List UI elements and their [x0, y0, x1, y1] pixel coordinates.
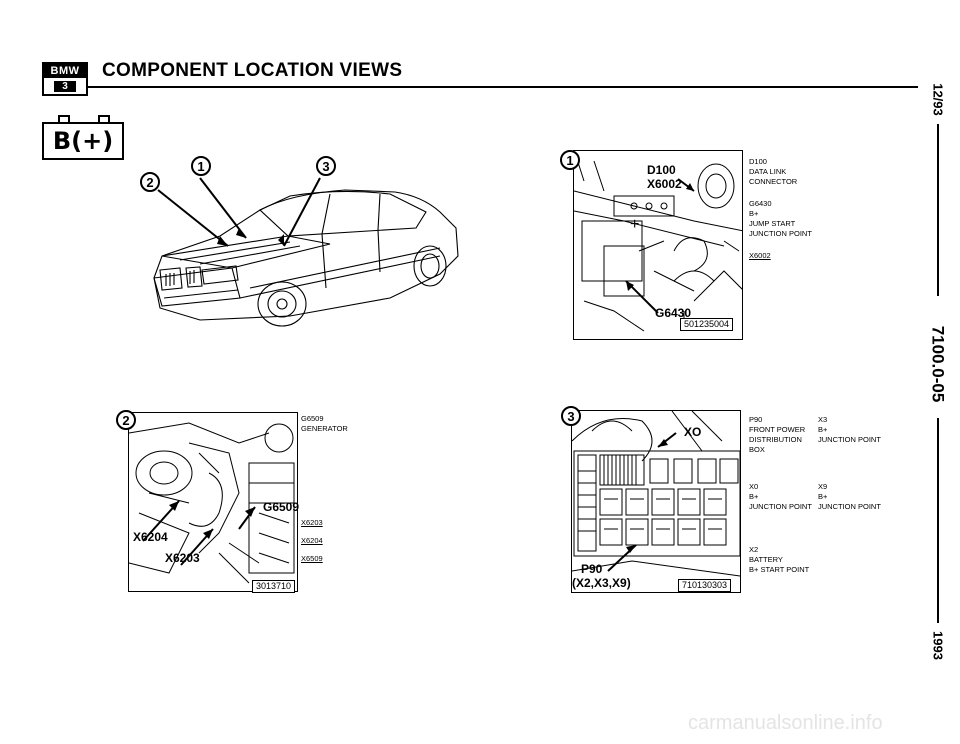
publication-year: 1993 — [930, 631, 946, 660]
legend-desc: B+ — [749, 209, 759, 218]
fuse-box-illustration — [572, 411, 740, 577]
panel-3-legend-x9: X9 B+ JUNCTION POINT — [818, 482, 881, 512]
legend-code: X6509 — [301, 554, 323, 563]
panel-1-legend: D100 DATA LINK CONNECTOR G6430 B+ JUMP S… — [749, 157, 812, 261]
panel-2-legend: G6509 GENERATOR — [301, 414, 348, 434]
car-callout-1: 1 — [191, 156, 211, 176]
panel-3-legend-p90: P90 FRONT POWER DISTRIBUTION BOX — [749, 415, 805, 455]
engine-bay-left-illustration: + — [574, 155, 742, 332]
legend-code: D100 — [749, 157, 767, 166]
legend-code: X6002 — [749, 251, 771, 260]
legend-desc: JUNCTION POINT — [749, 502, 812, 511]
legend-desc: B+ — [749, 492, 759, 501]
page-number: 7100.0-05 — [928, 325, 948, 403]
legend-desc: B+ START POINT — [749, 565, 810, 574]
legend-desc: JUMP START — [749, 219, 796, 228]
panel-3-ref-number: 710130303 — [678, 579, 732, 592]
logo-series-text: 3 — [54, 81, 76, 92]
legend-desc: B+ — [818, 492, 828, 501]
panel-1-label-g6430: G6430 — [655, 306, 692, 320]
revision-date: 12/93 — [930, 83, 946, 116]
generator-illustration — [129, 422, 295, 584]
legend-code: X6204 — [301, 536, 323, 545]
legend-desc: JUNCTION POINT — [818, 502, 881, 511]
legend-code: G6509 — [301, 414, 324, 423]
panel-3-legend-x2: X2 BATTERY B+ START POINT — [749, 545, 809, 575]
legend-code: X2 — [749, 545, 759, 554]
title-rule — [88, 86, 918, 88]
legend-desc: JUNCTION POINT — [818, 435, 881, 444]
legend-desc: FRONT POWER — [749, 425, 806, 434]
panel-3-legend-x3: X3 B+ JUNCTION POINT — [818, 415, 881, 445]
margin-rule — [937, 124, 939, 296]
site-watermark: carmanualsonline.info — [688, 712, 883, 734]
panel-2-label-x6203: X6203 — [165, 551, 200, 565]
legend-code: P90 — [749, 415, 763, 424]
panel-3-number: 3 — [561, 406, 581, 426]
panel-2-number: 2 — [116, 410, 136, 430]
legend-desc: GENERATOR — [301, 424, 348, 433]
panel-3-label-x2x3x9: (X2,X3,X9) — [572, 576, 631, 590]
panel-2-ref-number: 3013710 — [252, 580, 296, 593]
legend-desc: B+ — [818, 425, 828, 434]
panel-2-legend-connectors: X6203 X6204 X6509 — [301, 518, 323, 564]
panel-1-number: 1 — [560, 150, 580, 170]
car-illustration — [153, 177, 459, 327]
legend-desc: BATTERY — [749, 555, 783, 564]
battery-terminal-icon — [98, 115, 110, 123]
legend-code: G6430 — [749, 199, 772, 208]
legend-desc: JUNCTION POINT — [749, 229, 812, 238]
car-callout-3: 3 — [316, 156, 336, 176]
legend-desc: DATA LINK — [749, 167, 787, 176]
panel-2-label-x6204: X6204 — [133, 530, 168, 544]
panel-3-label-xo: XO — [684, 425, 702, 439]
legend-code: X0 — [749, 482, 759, 491]
battery-terminal-icon — [58, 115, 70, 123]
logo-brand-text: BMW — [44, 64, 86, 78]
panel-3-photo — [571, 410, 741, 593]
panel-1-label-x6002: X6002 — [647, 177, 682, 191]
panel-1-label-d100: D100 — [647, 163, 676, 177]
panel-2-label-g6509: G6509 — [263, 500, 300, 514]
legend-desc: DISTRIBUTION — [749, 435, 802, 444]
plus-terminal-icon: + — [630, 216, 639, 233]
panel-1-ref-number: 501235004 — [680, 318, 734, 331]
bmw-3-series-logo: BMW 3 — [42, 62, 88, 96]
car-callout-2: 2 — [140, 172, 160, 192]
legend-code: X3 — [818, 415, 828, 424]
margin-rule — [937, 418, 939, 623]
battery-positive-icon: B(+) — [42, 122, 124, 160]
legend-code: X9 — [818, 482, 828, 491]
legend-desc: CONNECTOR — [749, 177, 798, 186]
panel-3-label-p90: P90 — [581, 562, 603, 576]
panel-3-legend-x0: X0 B+ JUNCTION POINT — [749, 482, 812, 512]
page-title: COMPONENT LOCATION VIEWS — [102, 60, 403, 81]
panel-2-photo — [128, 412, 298, 592]
panel-1-photo: + — [573, 150, 743, 340]
legend-desc: BOX — [749, 445, 765, 454]
legend-code: X6203 — [301, 518, 323, 527]
